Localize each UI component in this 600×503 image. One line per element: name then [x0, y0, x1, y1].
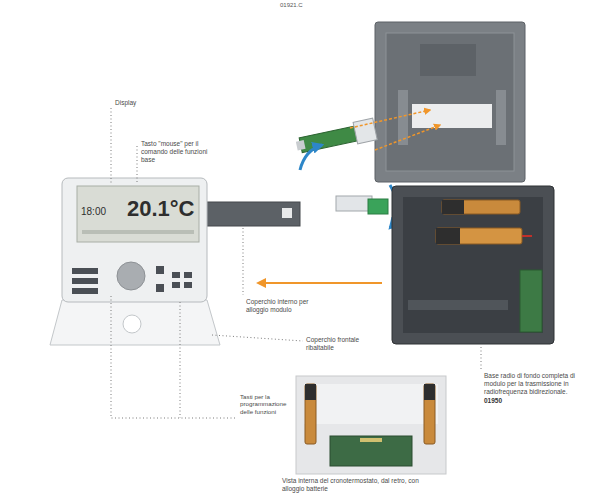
base-pcb: [520, 270, 542, 332]
battery: [436, 228, 522, 244]
lcd-temperature: 20.1°C: [127, 196, 199, 222]
inner-cover-hole: [282, 208, 292, 218]
thermostat-body: [62, 178, 207, 302]
cover-notch: [123, 315, 141, 333]
radio-module: [294, 118, 377, 156]
inset-caption: Vista interna del cronotermostato, dal r…: [282, 477, 442, 493]
insert-arrow: [375, 125, 440, 150]
program-key: [72, 288, 98, 294]
inner-cover: [205, 202, 300, 226]
program-key: [72, 278, 98, 284]
inset-pcb: [330, 436, 412, 466]
small-module-body: [336, 196, 372, 211]
leader-line: [111, 296, 236, 418]
program-key: [72, 268, 98, 274]
base-rib: [408, 300, 508, 310]
inset-photo: [296, 376, 446, 474]
battery-band: [424, 384, 435, 400]
small-module: [336, 196, 388, 214]
leader-line: [111, 108, 112, 183]
callout-label: Base radio di fondo completa di modulo p…: [484, 372, 584, 395]
lcd-bar: [82, 230, 194, 234]
battery-band: [436, 228, 460, 244]
base-frame: [392, 186, 554, 344]
program-key: [156, 284, 164, 292]
battery: [442, 200, 520, 214]
inset-frame: [296, 376, 446, 474]
inset-recess: [304, 384, 438, 424]
plate-opening: [412, 104, 492, 128]
battery: [424, 384, 435, 444]
back-plate: [375, 22, 525, 182]
mouse-button: [117, 262, 145, 290]
leader-line: [212, 335, 303, 341]
plate-hook: [420, 44, 476, 76]
callout-label: Tasto "mouse" per il comando delle funzi…: [141, 140, 219, 163]
insert-arrow: [350, 110, 430, 128]
program-key: [172, 282, 180, 288]
battery-band: [442, 200, 464, 214]
battery-band: [305, 384, 316, 400]
leader-line: [243, 228, 244, 295]
callout-label: Coperchio interno per alloggio modulo: [246, 298, 320, 314]
callout-label: Tasti per la programmazione delle funzio…: [240, 393, 294, 415]
callout-label: Display: [115, 99, 175, 107]
program-key: [172, 272, 180, 278]
callout-label: Coperchio frontale ribaltabile: [306, 336, 382, 352]
leader-lines: [111, 108, 481, 418]
leader-line: [180, 302, 181, 418]
lcd-display: [77, 186, 199, 242]
product-code: 01950: [484, 397, 544, 405]
program-key: [184, 272, 192, 278]
plate-rib: [496, 90, 506, 145]
radio-base: [392, 186, 554, 344]
blue-arrow: [300, 145, 322, 170]
thermostat: [50, 178, 300, 345]
program-key: [184, 282, 192, 288]
battery: [305, 384, 316, 444]
plate-inner: [386, 33, 514, 171]
assembly-arrow: [258, 282, 382, 284]
leader-line: [481, 347, 482, 369]
plate-frame: [375, 22, 525, 182]
flip-cover: [50, 300, 220, 345]
wire: [522, 235, 532, 237]
part-code: 01921.C: [280, 2, 340, 9]
lcd-time: 18:00: [81, 206, 125, 218]
base-inner: [403, 197, 543, 333]
module-connector: [353, 118, 377, 144]
module-pin: [296, 140, 306, 150]
leader-line: [137, 146, 138, 183]
inset-connector: [360, 438, 382, 442]
program-key: [156, 266, 164, 274]
small-module-terminal: [368, 199, 388, 214]
